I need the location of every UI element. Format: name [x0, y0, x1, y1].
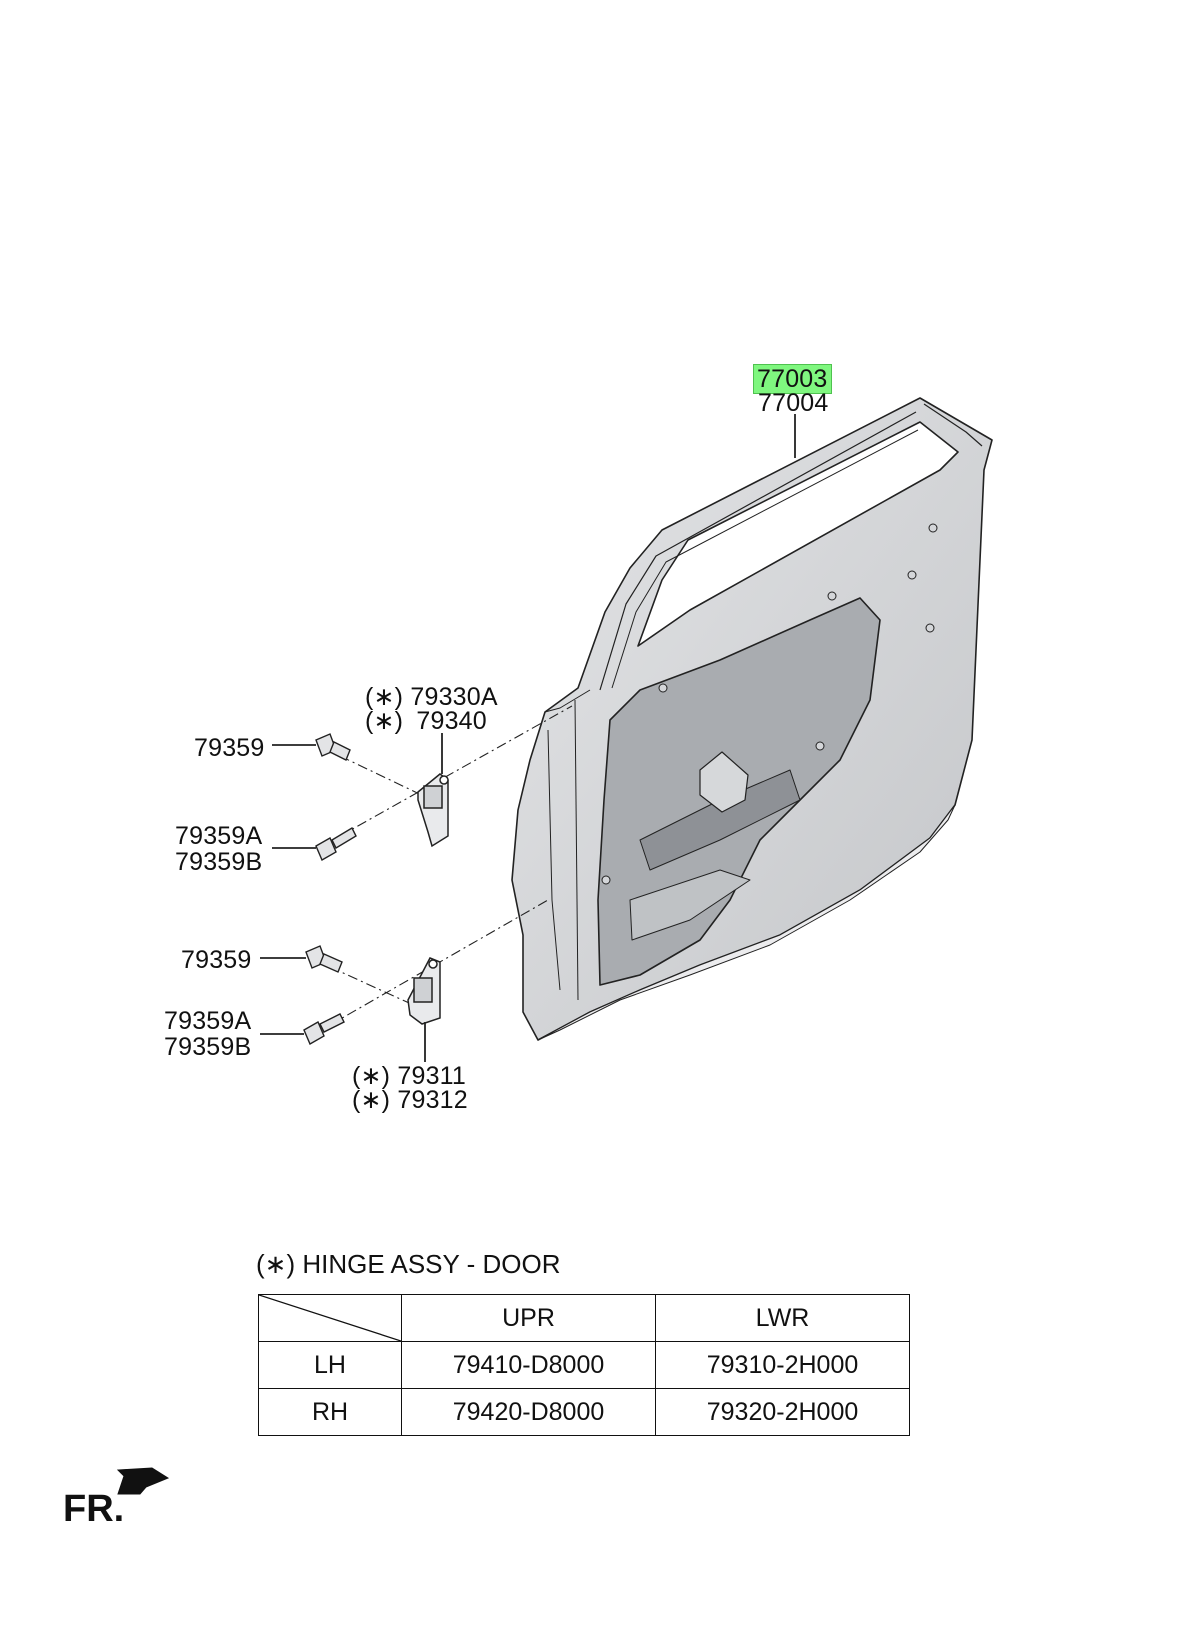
- callout-79359-lower[interactable]: 79359: [181, 946, 252, 974]
- callout-77003[interactable]: 77003: [753, 364, 832, 394]
- callout-79312[interactable]: (∗) 79312: [352, 1086, 468, 1114]
- asterisk-mark: (∗): [352, 1086, 391, 1114]
- upper-hinge: [417, 773, 449, 848]
- part-number: 79312: [397, 1086, 468, 1114]
- table-header-lwr: LWR: [655, 1294, 910, 1342]
- callout-79359b-upper[interactable]: 79359B: [175, 848, 263, 876]
- callout-77004[interactable]: 77004: [758, 389, 829, 417]
- asterisk-mark: (∗): [365, 707, 404, 735]
- bolt-leaders: [260, 744, 316, 1035]
- bolt-lower-icon: [305, 945, 343, 973]
- part-number: 79330A: [410, 683, 498, 711]
- callout-79340[interactable]: (∗) 79340: [365, 707, 487, 735]
- diagonal-divider: [259, 1295, 401, 1341]
- callout-79330a[interactable]: (∗) 79330A: [365, 683, 498, 711]
- lower-hinge: [407, 957, 441, 1025]
- table-cell-lwr[interactable]: 79310-2H000: [655, 1341, 910, 1389]
- callout-79359a-upper[interactable]: 79359A: [175, 822, 263, 850]
- table-header-upr: UPR: [401, 1294, 656, 1342]
- hinge-table: UPR LWR LH 79410-D8000 79310-2H000 RH 79…: [258, 1294, 910, 1436]
- asterisk-mark: (∗): [365, 683, 404, 711]
- bolt-upper-icon: [315, 733, 351, 761]
- bolt-lower-alt-icon: [303, 1013, 345, 1045]
- table-cell-upr[interactable]: 79420-D8000: [401, 1388, 656, 1436]
- table-row-side: RH: [258, 1388, 402, 1436]
- table-row-side: LH: [258, 1341, 402, 1389]
- hinge-table-title-text: HINGE ASSY - DOOR: [302, 1249, 561, 1279]
- callout-79359a-lower[interactable]: 79359A: [164, 1007, 252, 1035]
- asterisk-mark: (∗): [352, 1062, 391, 1090]
- front-arrow-icon: [116, 1467, 170, 1495]
- table-cell-upr[interactable]: 79410-D8000: [401, 1341, 656, 1389]
- table-row: LH 79410-D8000 79310-2H000: [258, 1341, 910, 1389]
- table-cell-lwr[interactable]: 79320-2H000: [655, 1388, 910, 1436]
- callout-79311[interactable]: (∗) 79311: [352, 1062, 466, 1090]
- table-corner-cell: [258, 1294, 402, 1342]
- callout-79359-upper[interactable]: 79359: [194, 734, 265, 762]
- part-number: 79340: [416, 707, 487, 735]
- hinge-table-title: (∗) HINGE ASSY - DOOR: [256, 1249, 560, 1280]
- table-row: RH 79420-D8000 79320-2H000: [258, 1388, 910, 1436]
- bolt-upper-alt-icon: [315, 827, 357, 861]
- rear-door-panel: [511, 397, 993, 1041]
- callout-79359b-lower[interactable]: 79359B: [164, 1033, 252, 1061]
- front-direction-label: FR.: [63, 1488, 125, 1530]
- table-header-row: UPR LWR: [258, 1294, 910, 1342]
- asterisk-mark: (∗): [256, 1249, 296, 1279]
- part-number: 79311: [397, 1062, 467, 1090]
